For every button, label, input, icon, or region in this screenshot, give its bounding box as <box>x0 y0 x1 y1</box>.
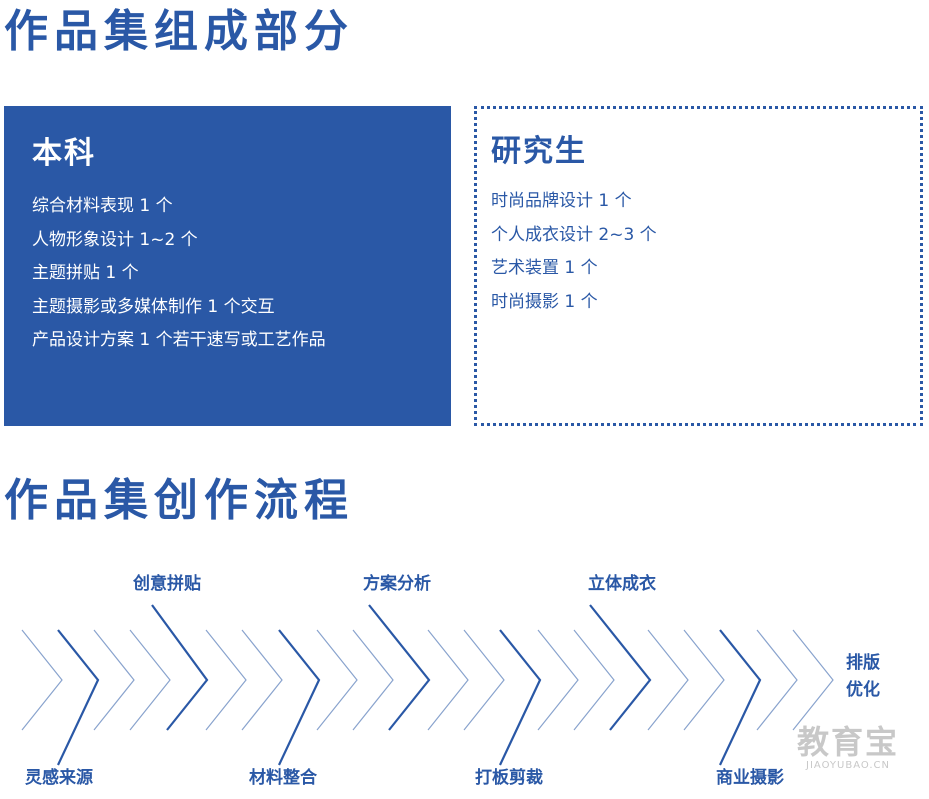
graduate-title: 研究生 <box>491 134 587 169</box>
undergrad-title: 本科 <box>32 136 96 171</box>
undergrad-card: 本科 综合材料表现 1 个 人物形象设计 1~2 个 主题拼贴 1 个 主题摄影… <box>4 106 451 426</box>
process-step-8: 排版 优化 <box>846 653 880 700</box>
list-item: 人物形象设计 1~2 个 <box>32 229 198 250</box>
graduate-list: 时尚品牌设计 1 个 个人成衣设计 2~3 个 艺术装置 1 个 时尚摄影 1 … <box>491 185 920 319</box>
list-item: 时尚摄影 1 个 <box>491 291 598 312</box>
process-title: 作品集创作流程 <box>4 475 354 526</box>
list-item: 产品设计方案 1 个若干速写或工艺作品 <box>32 330 326 350</box>
bold-chevrons-bottom <box>57 629 762 766</box>
list-item: 艺术装置 1 个 <box>491 258 598 278</box>
list-item: 时尚品牌设计 1 个 <box>491 191 632 211</box>
list-item: 个人成衣设计 2~3 个 <box>491 224 657 245</box>
process-step-4: 方案分析 <box>363 574 431 594</box>
watermark-text-zh: 教育宝 <box>797 723 900 761</box>
graduate-card: 研究生 时尚品牌设计 1 个 个人成衣设计 2~3 个 艺术装置 1 个 时尚摄… <box>474 106 923 426</box>
undergrad-list: 综合材料表现 1 个 人物形象设计 1~2 个 主题拼贴 1 个 主题摄影或多媒… <box>32 190 451 358</box>
process-step-6: 立体成衣 <box>588 574 656 594</box>
process-step-3: 材料整合 <box>249 768 317 788</box>
process-step-1: 灵感来源 <box>25 768 93 788</box>
list-item: 主题拼贴 1 个 <box>32 263 139 283</box>
list-item: 主题摄影或多媒体制作 1 个交互 <box>32 296 275 317</box>
bold-chevrons-top <box>151 604 652 731</box>
process-chevron-arrows <box>21 604 834 766</box>
process-step-2: 创意拼贴 <box>133 574 201 594</box>
watermark-logo: 教育宝 JIAOYUBAO.CN <box>797 726 899 771</box>
list-item: 综合材料表现 1 个 <box>32 196 173 216</box>
composition-title: 作品集组成部分 <box>4 6 354 57</box>
process-step-7: 商业摄影 <box>716 768 784 788</box>
process-step-5: 打板剪裁 <box>475 768 543 788</box>
watermark-text-en: JIAOYUBAO.CN <box>806 760 890 771</box>
light-chevrons <box>21 629 834 731</box>
